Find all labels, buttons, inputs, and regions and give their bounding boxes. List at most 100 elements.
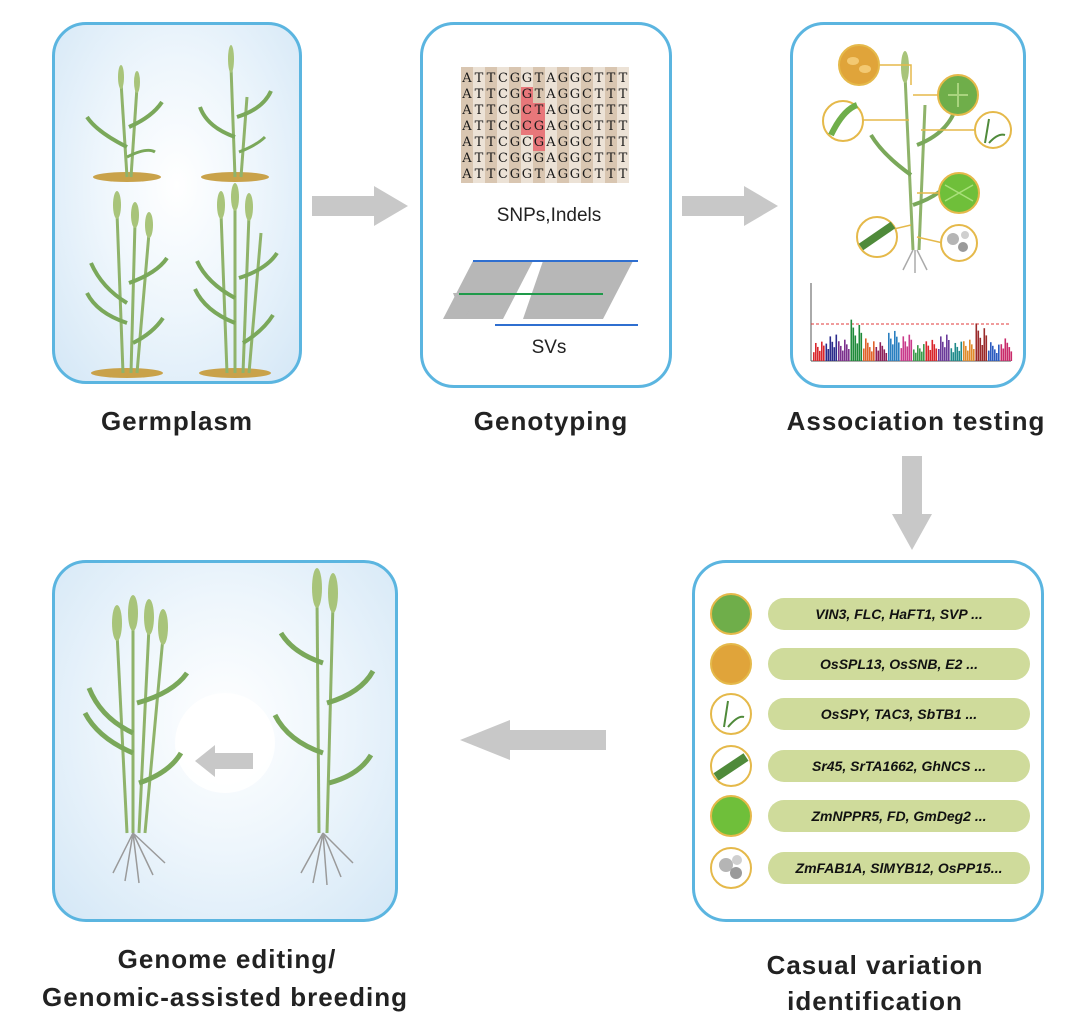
sequence-base: A (545, 151, 556, 166)
manhattan-signal (885, 353, 888, 361)
sequence-base: C (582, 135, 592, 150)
manhattan-signal (917, 345, 919, 361)
manhattan-signal (894, 330, 896, 361)
manhattan-signal (813, 352, 815, 361)
sequence-base: C (582, 103, 592, 118)
sequence-base: G (510, 103, 520, 118)
sequence-base: G (510, 135, 520, 150)
sequence-base: T (535, 167, 544, 182)
manhattan-signal (823, 345, 825, 361)
sequence-base: T (487, 119, 496, 134)
sequence-base: T (475, 167, 484, 182)
sequence-base: G (534, 151, 544, 166)
sequence-base: A (545, 135, 556, 150)
manhattan-signal (1006, 342, 1009, 361)
sequence-base: A (545, 103, 556, 118)
manhattan-signal (985, 335, 988, 361)
manhattan-signal (881, 345, 884, 361)
sequence-base: T (535, 87, 544, 102)
manhattan-signal (1002, 348, 1005, 361)
manhattan-signal (952, 352, 955, 361)
gene-pill: Sr45, SrTA1662, GhNCS ... (768, 750, 1030, 782)
manhattan-signal (942, 341, 944, 361)
sequence-base: G (510, 151, 520, 166)
sequence-base: G (570, 151, 580, 166)
manhattan-signal (921, 351, 923, 361)
sequence-base: T (487, 135, 496, 150)
sequence-base: G (570, 71, 580, 86)
manhattan-signal (815, 342, 817, 361)
manhattan-signal (848, 349, 850, 361)
manhattan-signal (956, 346, 959, 361)
manhattan-signal (846, 344, 848, 361)
manhattan-signal (850, 319, 853, 361)
sequence-base: A (545, 167, 556, 182)
sequence-base: A (461, 135, 472, 150)
sequence-base: A (545, 87, 556, 102)
manhattan-signal (954, 342, 957, 361)
sequence-base: T (475, 135, 484, 150)
sequence-base: T (607, 87, 616, 102)
sequence-base: C (498, 167, 508, 182)
seeds-icon (838, 44, 880, 86)
sequence-base: C (522, 103, 532, 118)
arrow-right-2 (682, 186, 778, 226)
sequence-base: T (607, 71, 616, 86)
sequence-base: T (475, 119, 484, 134)
manhattan-signal (960, 341, 963, 361)
manhattan-signal (992, 345, 994, 361)
sequence-base: G (558, 103, 568, 118)
sequence-base: G (510, 167, 520, 182)
sequence-base: C (498, 71, 508, 86)
manhattan-signal (996, 353, 998, 361)
sequence-base: C (498, 119, 508, 134)
sequence-base: T (475, 71, 484, 86)
stem-icon (710, 745, 752, 787)
manhattan-signal (865, 338, 867, 361)
manhattan-signal (913, 349, 915, 361)
manhattan-signal (906, 346, 909, 361)
manhattan-signal (983, 328, 986, 361)
sequence-base: A (545, 119, 556, 134)
sequence-base: G (522, 71, 532, 86)
wheat-plant-1 (85, 65, 164, 182)
sequence-base: C (498, 87, 508, 102)
manhattan-signal (869, 347, 871, 361)
sequence-base: G (510, 87, 520, 102)
manhattan-signal (1008, 347, 1011, 361)
manhattan-signal (842, 350, 844, 361)
association-plant-illustration (822, 44, 1012, 273)
manhattan-signal (919, 348, 921, 361)
casual-caption-line1: Casual variation (766, 950, 984, 980)
manhattan-signal (971, 344, 973, 361)
sequence-base: T (607, 151, 616, 166)
leaf-angle-icon (974, 111, 1012, 149)
seeds-icon (710, 643, 752, 685)
svs-label: SVs (531, 337, 567, 358)
sequence-base: G (558, 135, 568, 150)
manhattan-signal (904, 341, 907, 361)
manhattan-signal (858, 324, 861, 361)
sequence-base: C (498, 135, 508, 150)
manhattan-signal (944, 347, 946, 361)
manhattan-signal (877, 350, 880, 361)
manhattan-signal (873, 341, 875, 361)
sequence-base: T (535, 103, 544, 118)
manhattan-signal (948, 340, 950, 361)
sequence-base: T (619, 87, 628, 102)
manhattan-signal (950, 348, 953, 361)
wheat-plant-4 (193, 183, 279, 378)
sequence-base: C (582, 87, 592, 102)
manhattan-signal (902, 336, 905, 361)
sequence-base: G (570, 135, 580, 150)
sequence-base: G (522, 151, 532, 166)
editing-caption-line1: Genome editing/ (117, 944, 337, 974)
manhattan-signal (854, 335, 857, 361)
sequence-base: T (619, 119, 628, 134)
arrow-down (892, 456, 932, 550)
manhattan-signal (929, 349, 932, 361)
manhattan-signal (838, 341, 840, 361)
germplasm-panel (52, 22, 302, 384)
manhattan-signal (946, 334, 948, 361)
